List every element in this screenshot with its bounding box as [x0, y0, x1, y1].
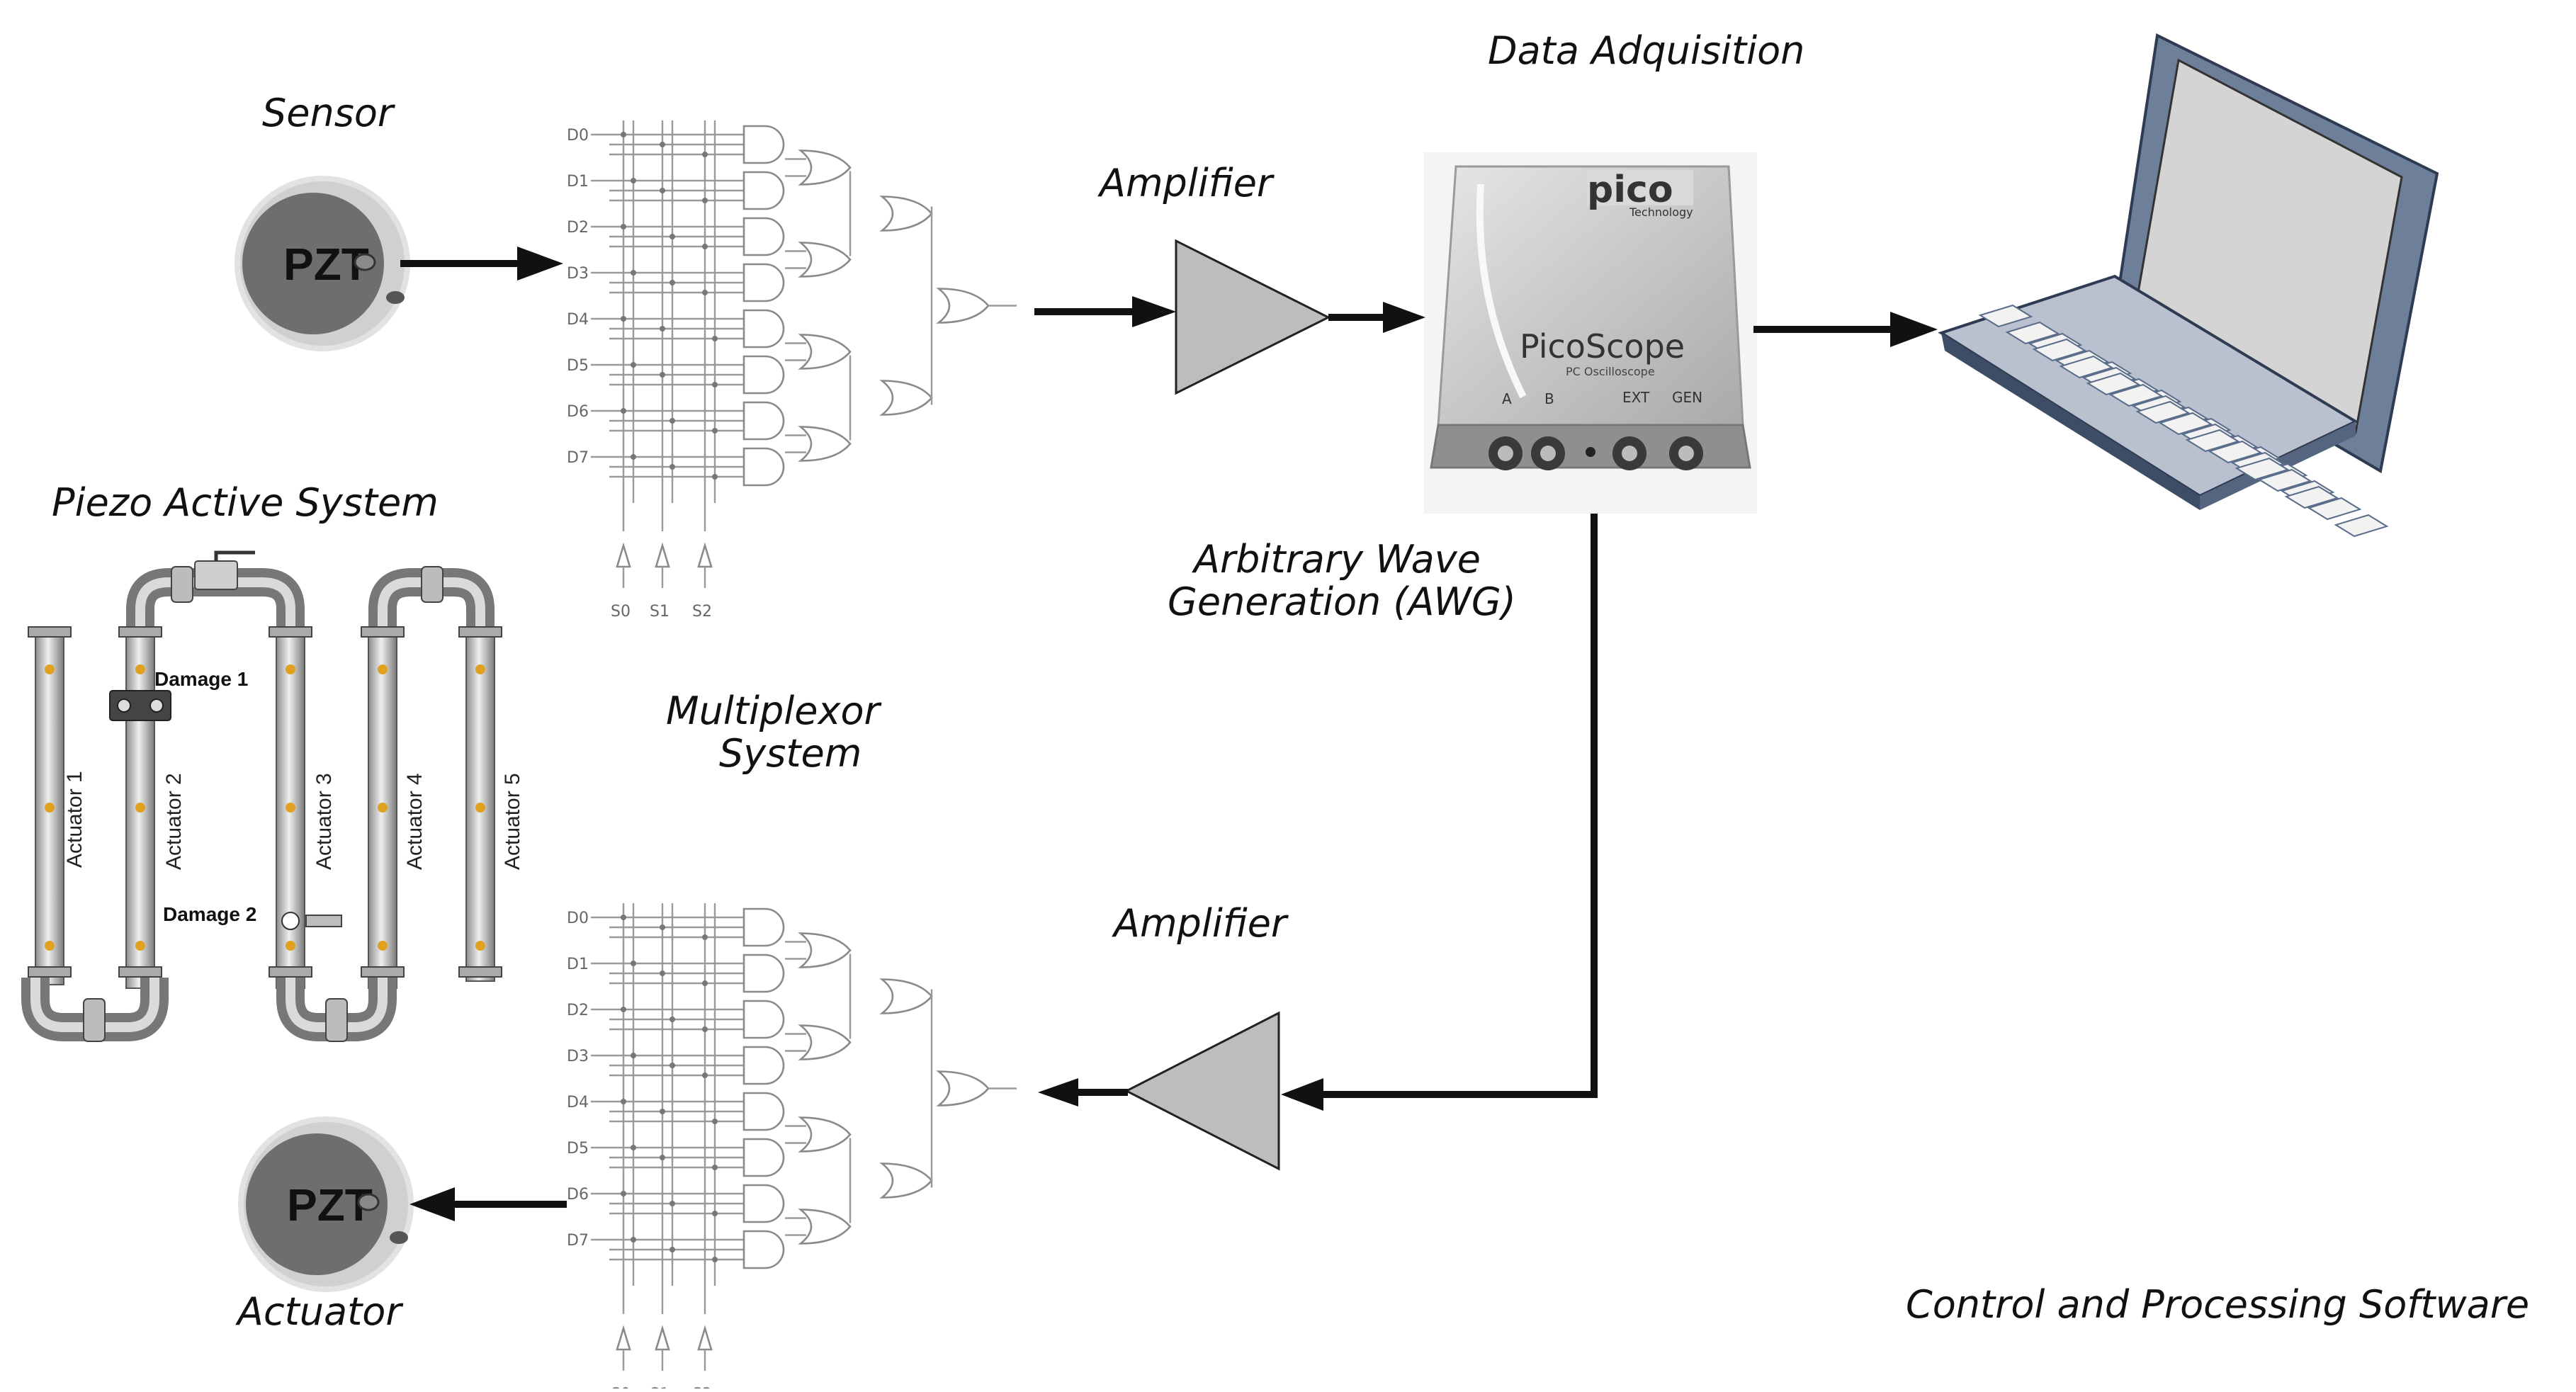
arrow-mux-to-amplifier — [1034, 296, 1176, 327]
arrow-amplifier-to-device — [1328, 302, 1425, 333]
mux-top-input-4: D4 — [567, 311, 589, 329]
mux-bottom-and-gate-2 — [742, 1000, 785, 1039]
pipe-middle-u — [276, 626, 397, 1042]
bnc-connector-a — [1488, 436, 1523, 470]
multiplexor-label-line2: System — [719, 731, 862, 776]
device-model-sub: PC Oscilloscope — [1566, 365, 1655, 378]
pipe-flanges — [28, 626, 502, 978]
mux-bottom-and-gate-3 — [742, 1046, 785, 1085]
sensor-label: Sensor — [262, 91, 395, 135]
mux-bottom-output-gate — [936, 1070, 990, 1107]
pzt-sensor: PZT — [235, 176, 410, 351]
sensor-positions — [45, 664, 485, 951]
data-acquisition-label: Data Adquisition — [1488, 28, 1804, 73]
actuator-2-label: Actuator 2 — [162, 773, 186, 870]
mux-bottom-and-gate-5 — [742, 1138, 785, 1177]
mux-bottom-and-gate-1 — [742, 954, 785, 993]
mux-bottom-input-1: D1 — [567, 956, 589, 973]
actuator-label: Actuator — [235, 1289, 403, 1334]
port-gen-label: GEN — [1672, 389, 1702, 406]
awg-label-line2: Generation (AWG) — [1168, 579, 1516, 624]
pipe-left-u — [21, 626, 169, 1042]
arrow-mux-to-actuator — [409, 1187, 567, 1221]
piezo-pipe-system: Damage 1 Damage 2 Actuator 1 Actuator 2 … — [21, 550, 524, 1042]
mux-top-input-5: D5 — [567, 357, 589, 375]
software-label: Control and Processing Software — [1906, 1282, 2529, 1327]
amplifier-top-label: Amplifier — [1097, 161, 1275, 205]
damage-2-bolt — [281, 912, 342, 930]
mux-top-and-gate-0 — [742, 125, 785, 164]
bnc-connector-b — [1531, 436, 1565, 470]
mux-top-input-1: D1 — [567, 173, 589, 191]
mux-top-input-2: D2 — [567, 219, 589, 237]
port-b-label: B — [1544, 390, 1554, 407]
amplifier-top — [1175, 239, 1331, 395]
device-led — [1586, 447, 1595, 457]
actuator-1-label: Actuator 1 — [63, 771, 86, 868]
arrow-amplifier-to-mux — [1038, 1078, 1128, 1107]
mux-top-input-6: D6 — [567, 403, 589, 421]
pzt-actuator: PZT — [238, 1116, 414, 1292]
arrow-sensor-to-mux — [400, 247, 563, 281]
actuator-3-label: Actuator 3 — [312, 773, 336, 870]
arrow-device-to-laptop — [1753, 312, 1938, 347]
mux-bottom-input-5: D5 — [567, 1140, 589, 1158]
mux-bottom-select-2: S2 — [692, 1386, 712, 1388]
actuator-4-label: Actuator 4 — [403, 773, 426, 870]
awg-label-line1: Arbitrary Wave — [1192, 537, 1481, 582]
device-model: PicoScope — [1520, 327, 1685, 366]
mux-bottom-and-gate-6 — [742, 1184, 785, 1223]
device-brand-sub: Technology — [1629, 205, 1693, 219]
laptop-keyboard — [1978, 304, 2389, 538]
mux-top-input-3: D3 — [567, 265, 589, 283]
mux-bottom-select-1: S1 — [650, 1386, 670, 1388]
mux-top-and-gate-4 — [742, 309, 785, 349]
mux-bottom-input-2: D2 — [567, 1002, 589, 1019]
multiplexor-label-line1: Multiplexor — [666, 689, 881, 733]
mux-bottom-input-7: D7 — [567, 1232, 589, 1250]
mux-top-output-gate — [936, 288, 990, 324]
mux-top-and-gate-5 — [742, 355, 785, 395]
actuator-5-label: Actuator 5 — [501, 773, 524, 870]
mux-top-and-gate-3 — [742, 263, 785, 302]
laptop-computer — [1938, 33, 2439, 538]
mux-top-and-gate-1 — [742, 171, 785, 210]
mux-bottom-input-4: D4 — [567, 1094, 589, 1111]
mux-top-and-gate-2 — [742, 217, 785, 256]
mux-bottom-input-6: D6 — [567, 1186, 589, 1204]
piezo-system-label: Piezo Active System — [52, 480, 439, 525]
device-brand: pico — [1587, 169, 1673, 211]
mux-top-input-7: D7 — [567, 449, 589, 467]
mux-bottom-and-gate-0 — [742, 907, 785, 947]
mux-bottom-select-0: S0 — [611, 1386, 631, 1388]
mux-top-select-1: S1 — [650, 603, 670, 621]
mux-bottom-and-gate-4 — [742, 1092, 785, 1131]
arrow-awg-feedback — [1281, 514, 1598, 1111]
port-ext-label: EXT — [1622, 389, 1650, 406]
amplifier-bottom-label: Amplifier — [1112, 901, 1289, 946]
damage-2-label: Damage 2 — [163, 903, 256, 925]
mux-top-select-2: S2 — [692, 603, 712, 621]
bnc-connector-ext — [1612, 436, 1646, 470]
pipe-top-left-arch — [126, 550, 305, 630]
bnc-connector-gen — [1669, 436, 1703, 470]
damage-1-label: Damage 1 — [154, 668, 248, 690]
mux-bottom-input-3: D3 — [567, 1048, 589, 1065]
mux-top-input-0: D0 — [567, 127, 589, 145]
port-a-label: A — [1502, 390, 1512, 407]
mux-bottom-and-gate-7 — [742, 1230, 785, 1269]
mux-bottom-input-0: D0 — [567, 910, 589, 927]
mux-top-and-gate-7 — [742, 447, 785, 487]
mux-top-and-gate-6 — [742, 401, 785, 441]
picoscope-device: pico Technology PicoScope PC Oscilloscop… — [1424, 152, 1757, 514]
amplifier-bottom — [1124, 1011, 1280, 1171]
mux-top-select-0: S0 — [611, 603, 631, 621]
damage-1-clamp — [109, 690, 171, 721]
